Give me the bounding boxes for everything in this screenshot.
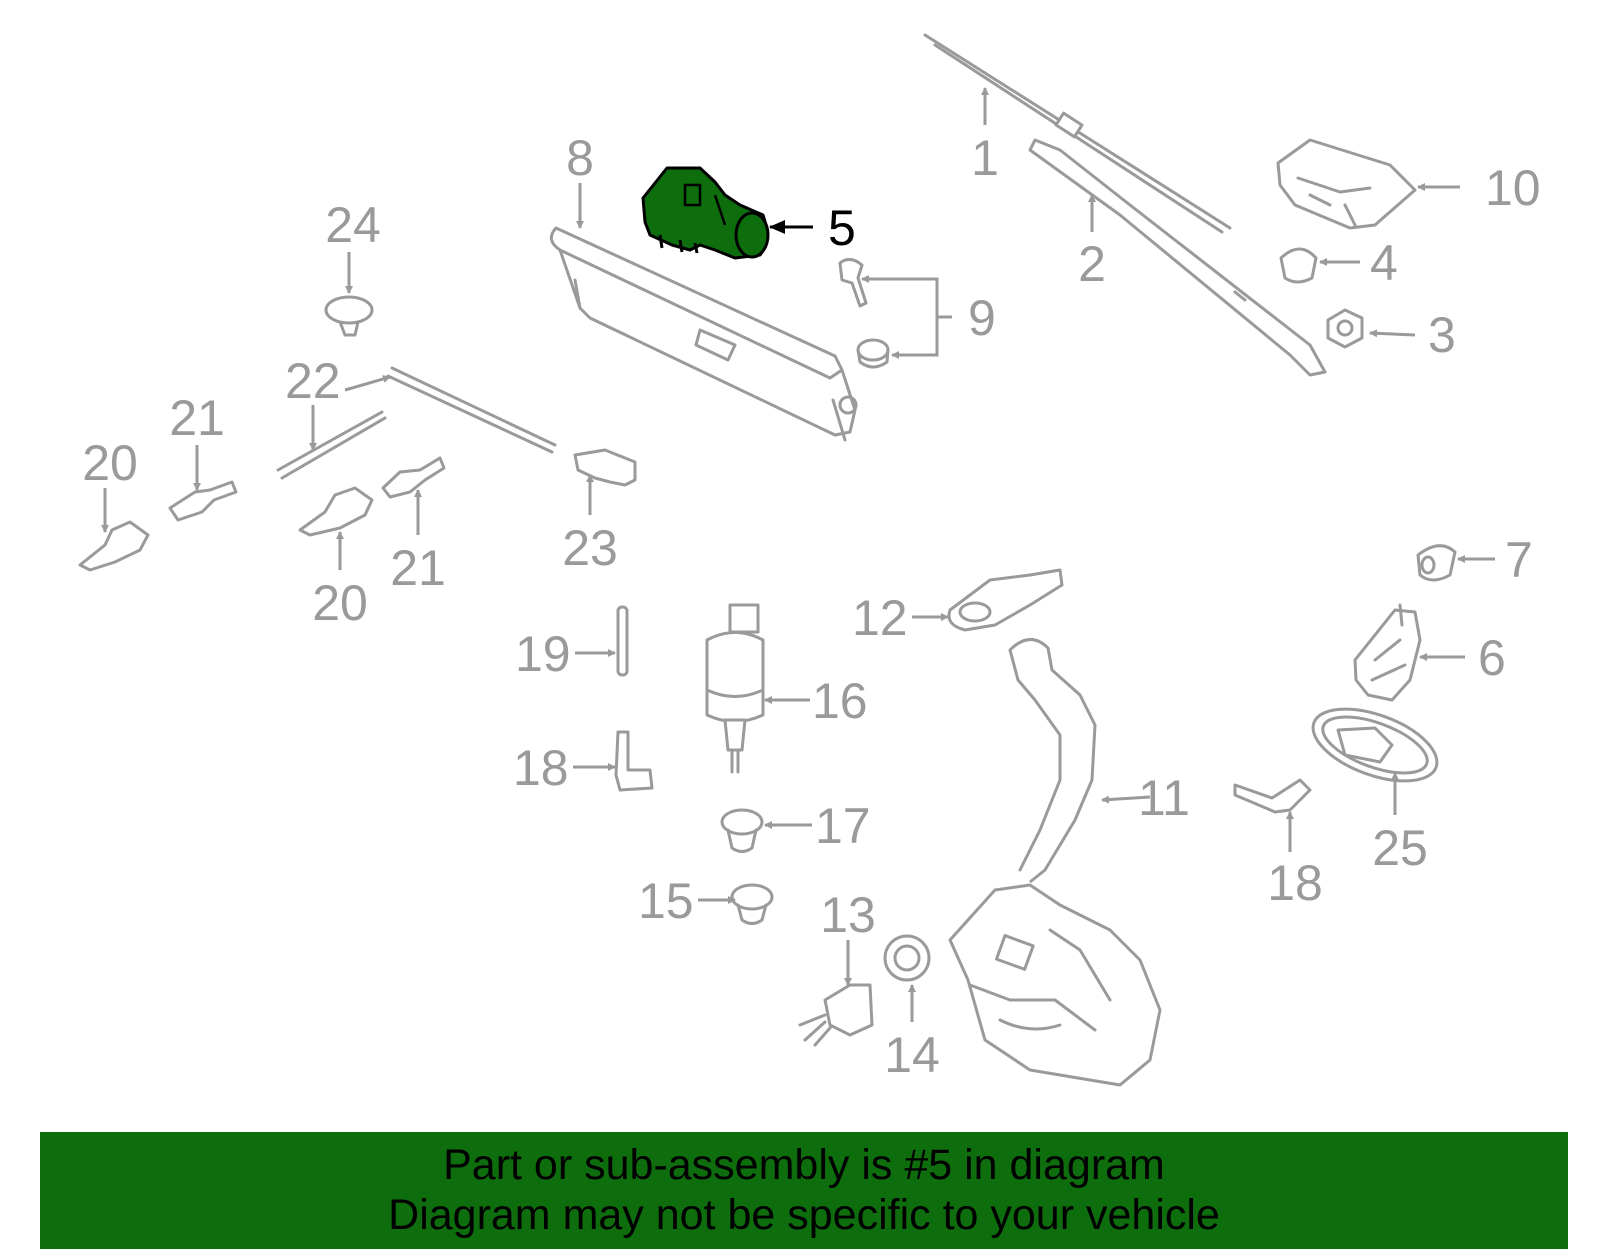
- part-13-sensor[interactable]: [798, 983, 874, 1047]
- callout-2: 2: [1078, 236, 1106, 292]
- part-20-nozzle[interactable]: [78, 486, 374, 572]
- part-18-elbow[interactable]: [614, 730, 1312, 814]
- callout-21b: 21: [390, 540, 446, 596]
- callout-17: 17: [815, 798, 871, 854]
- callout-12: 12: [852, 590, 908, 646]
- part-21-valve[interactable]: [168, 456, 446, 522]
- callout-16: 16: [812, 673, 868, 729]
- callout-19: 19: [515, 626, 571, 682]
- part-3-nut[interactable]: [1326, 308, 1364, 349]
- info-banner: Part or sub-assembly is #5 in diagram Di…: [40, 1132, 1568, 1249]
- part-11-reservoir[interactable]: [948, 638, 1162, 1087]
- callout-25: 25: [1372, 820, 1428, 876]
- part-24-clip[interactable]: [324, 295, 374, 337]
- callout-18b: 18: [1267, 855, 1323, 911]
- part-25-nozzle-housing[interactable]: [1304, 695, 1447, 796]
- callout-14: 14: [884, 1027, 940, 1083]
- banner-line-2: Diagram may not be specific to your vehi…: [388, 1191, 1220, 1239]
- callout-10: 10: [1485, 160, 1541, 216]
- part-17-grommet[interactable]: [720, 808, 764, 853]
- part-5-wiper-motor[interactable]: [641, 166, 770, 260]
- callout-3: 3: [1428, 307, 1456, 363]
- callout-labels: 1 2 3 4 5 6 7 8 9 10 11 12 13 14 15 16 1…: [82, 130, 1540, 1083]
- part-9-bolt-grommet[interactable]: [838, 258, 890, 369]
- callout-20b: 20: [312, 575, 368, 631]
- part-12-gasket[interactable]: [947, 568, 1064, 632]
- callout-13: 13: [820, 887, 876, 943]
- callout-5: 5: [828, 200, 856, 256]
- part-19-tube[interactable]: [616, 605, 629, 677]
- part-22-hose[interactable]: [276, 366, 557, 480]
- callout-24: 24: [325, 197, 381, 253]
- leader-lines: [101, 87, 1495, 1022]
- callout-18a: 18: [513, 740, 569, 796]
- part-1-wiper-blade[interactable]: [923, 33, 1232, 234]
- part-10-module[interactable]: [1276, 138, 1417, 230]
- part-6-bracket[interactable]: [1353, 603, 1422, 702]
- part-16-washer-pump[interactable]: [705, 603, 765, 774]
- callout-21a: 21: [169, 390, 225, 446]
- part-14-grommet[interactable]: [883, 934, 931, 982]
- part-7-grommet[interactable]: [1416, 544, 1457, 582]
- callout-23: 23: [562, 520, 618, 576]
- callout-4: 4: [1370, 235, 1398, 291]
- callout-8: 8: [566, 130, 594, 186]
- callout-20a: 20: [82, 435, 138, 491]
- callout-7: 7: [1505, 532, 1533, 588]
- part-15-grommet[interactable]: [730, 883, 774, 925]
- callout-1: 1: [971, 130, 999, 186]
- callout-15: 15: [638, 873, 694, 929]
- part-2-wiper-arm[interactable]: [1028, 138, 1327, 377]
- part-23-connector[interactable]: [573, 448, 637, 487]
- banner-line-1: Part or sub-assembly is #5 in diagram: [443, 1141, 1165, 1189]
- part-8-linkage[interactable]: [549, 226, 858, 442]
- callout-11: 11: [1138, 770, 1190, 826]
- callout-6: 6: [1478, 630, 1506, 686]
- part-4-cap[interactable]: [1279, 247, 1318, 284]
- callout-9: 9: [968, 290, 996, 346]
- callout-22: 22: [285, 353, 341, 409]
